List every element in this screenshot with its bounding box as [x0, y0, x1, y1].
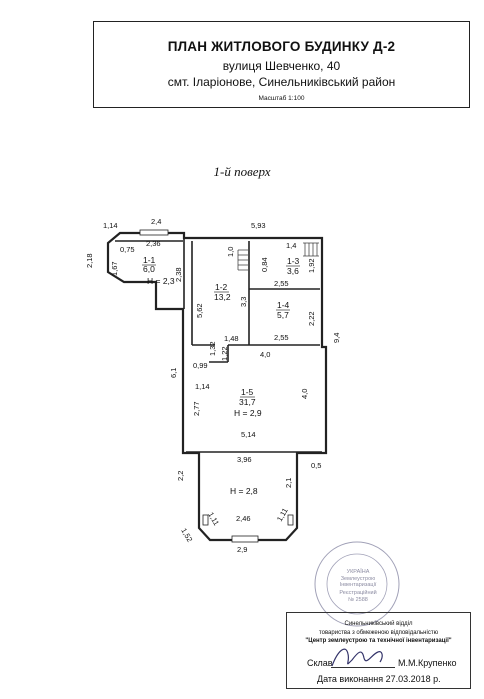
room-area: 6,0	[143, 264, 155, 274]
dim-label: 1,92	[307, 258, 316, 273]
dim-label: 2,9	[237, 545, 247, 554]
room-id-underlines	[142, 264, 300, 398]
room-id: 1-2	[215, 282, 228, 292]
room-id: 1-1	[143, 255, 156, 265]
dim-label: 2,55	[274, 279, 289, 288]
outer-walls	[106, 231, 328, 542]
dim-label: 4,0	[260, 350, 270, 359]
seal-line: Землеустрою	[341, 576, 376, 582]
dim-label: 0,84	[260, 257, 269, 272]
dim-label: 0,99	[193, 361, 208, 370]
interior-walls	[115, 238, 322, 453]
seal-line: № 2588	[348, 597, 368, 603]
seal-line: УКРАЇНА	[347, 568, 370, 575]
stamp-org-line: "Центр землеустрою та технічної інвентар…	[305, 638, 452, 644]
dim-label: 1,67	[110, 261, 119, 276]
room-area: 3,6	[287, 266, 299, 276]
dimension-labels: 1,14 2,4 5,93 2,36 0,75 2,18 1,67 2,38 1…	[85, 217, 341, 554]
room-labels: 1-1 6,0 Н = 2,3 1-2 13,2 1-3 3,6 1-4 5,7…	[143, 255, 300, 496]
staircase	[237, 242, 319, 271]
completion-date: Дата виконання 27.03.2018 р.	[317, 674, 441, 684]
signature-label: Склав	[307, 658, 333, 668]
floor-label: 1-й поверх	[213, 164, 271, 179]
stamp-org-line: товариства з обмеженою відповідальністю	[318, 630, 439, 636]
signature-line	[331, 667, 395, 668]
dim-label: 0,5	[311, 461, 321, 470]
dim-label: 0,75	[120, 245, 135, 254]
dim-label: 2,22	[307, 311, 316, 326]
room-height: Н = 2,9	[234, 408, 262, 418]
official-seal: УКРАЇНА Землеустрою Інвентаризації Реєст…	[314, 541, 400, 627]
dim-label: 1,4	[286, 241, 296, 250]
room-area: 13,2	[214, 292, 231, 302]
dim-label: 5,14	[241, 430, 256, 439]
dim-label: 1,14	[103, 221, 118, 230]
dim-label: 2,18	[85, 253, 94, 268]
dim-label: 1,14	[195, 382, 210, 391]
dim-label: 6,1	[169, 368, 178, 378]
dim-label: 2,36	[146, 239, 161, 248]
handwritten-signature	[331, 648, 383, 667]
dim-label: 1,22	[220, 346, 229, 361]
windows	[139, 229, 294, 543]
room-area: 5,7	[277, 310, 289, 320]
room-height: Н = 2,8	[230, 486, 258, 496]
seal-line: Реєстраційний	[339, 589, 376, 596]
dim-label: 3,3	[239, 297, 248, 307]
room-id: 1-4	[277, 300, 290, 310]
dim-label: 4,0	[300, 389, 309, 399]
seal-line: Інвентаризації	[340, 582, 377, 588]
dim-label: 2,55	[274, 333, 289, 342]
dim-label: 1,11	[275, 506, 290, 523]
approval-stamp: Синельниківський відділ товариства з обм…	[286, 612, 471, 689]
title-block: ПЛАН ЖИТЛОВОГО БУДИНКУ Д-2 вулиця Шевчен…	[93, 21, 470, 108]
room-id: 1-5	[241, 387, 254, 397]
street-address: вулиця Шевченко, 40	[222, 59, 341, 73]
room-area: 31,7	[239, 397, 256, 407]
dim-label: 5,93	[251, 221, 266, 230]
room-id: 1-3	[287, 256, 300, 266]
dim-label: 3,96	[237, 455, 252, 464]
dim-label: 1,52	[179, 527, 194, 544]
document-title: ПЛАН ЖИТЛОВОГО БУДИНКУ Д-2	[167, 39, 396, 54]
stamp-org-line: Синельниківський відділ	[344, 621, 413, 627]
dim-label: 2,38	[174, 267, 183, 282]
dim-label: 2,2	[176, 471, 185, 481]
dim-label: 5,62	[195, 303, 204, 318]
village-address: смт. Іларіонове, Синельниківський район	[167, 75, 396, 89]
dim-label: 1,48	[224, 334, 239, 343]
dim-label: 1,11	[206, 511, 221, 528]
dim-label: 9,4	[332, 333, 341, 343]
dim-label: 2,4	[151, 217, 161, 226]
dim-label: 2,77	[192, 401, 201, 416]
dim-label: 1,0	[226, 247, 235, 257]
dim-label: 1,32	[208, 341, 217, 356]
dim-label: 2,1	[284, 478, 293, 488]
signatory-name: М.М.Крупенко	[398, 658, 457, 668]
dim-label: 2,46	[236, 514, 251, 523]
room-height: Н = 2,3	[147, 276, 175, 286]
scale-label: Масштаб 1:100	[258, 95, 305, 102]
